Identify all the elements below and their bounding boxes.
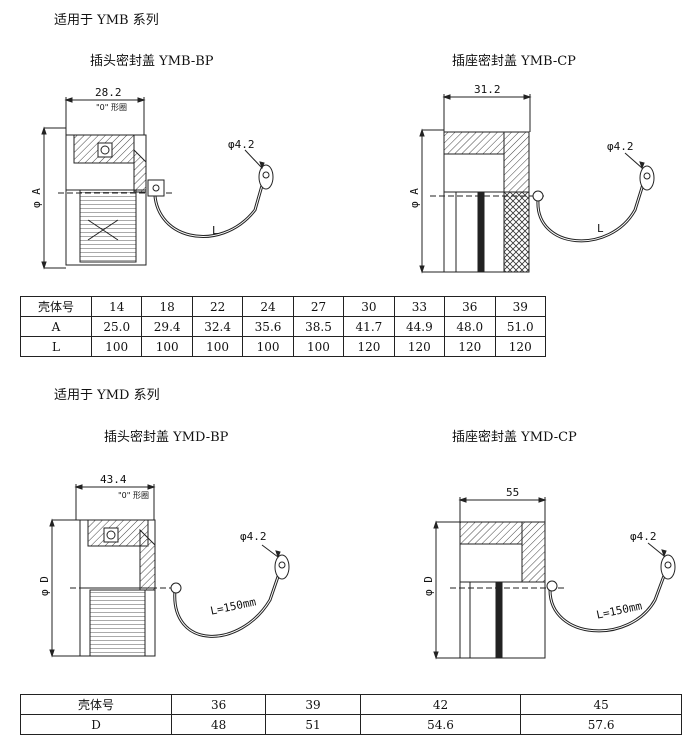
table-header-cell: 39	[494, 296, 546, 317]
table-header-cell: 22	[191, 296, 244, 317]
table-cell: 35.6	[242, 316, 294, 337]
ymd-bp-phi-label: φ D	[38, 576, 51, 596]
table-cell: 29.4	[141, 316, 193, 337]
ymb-dimension-table: 壳体号 14 18 22 24 27 30 33 36 39 A 25.0 29…	[20, 296, 546, 357]
ymd-cp-width-dim: 55	[506, 486, 520, 499]
ymb-bp-title: 插头密封盖 YMB-BP	[90, 54, 214, 69]
table-cell: 100	[90, 336, 143, 357]
ymb-cp-width-dim: 31.2	[474, 83, 501, 96]
table-cell: 120	[444, 336, 496, 357]
table-cell: 120	[393, 336, 446, 357]
table-header-cell: 24	[242, 296, 294, 317]
ymb-cp-phi-label: φ A	[408, 188, 421, 208]
ymd-section-title: 适用于 YMD 系列	[54, 388, 160, 403]
ymb-cp-length-label: L	[597, 222, 604, 235]
table-header-cell: 33	[393, 296, 446, 317]
table-cell: 25.0	[90, 316, 143, 337]
table-row: D 48 51 54.6 57.6	[20, 714, 682, 735]
ymb-bp-length-label: L	[212, 224, 219, 237]
ymd-cp-hole-dim: φ4.2	[630, 530, 657, 543]
table-cell: 54.6	[359, 714, 522, 735]
table-header-cell: 36	[170, 694, 267, 715]
table-cell: 100	[141, 336, 193, 357]
table-cell: L	[20, 336, 92, 357]
ymd-bp-drawing	[49, 484, 290, 658]
ymb-bp-hole-dim: φ4.2	[228, 138, 255, 151]
table-header-cell: 27	[292, 296, 345, 317]
table-cell: D	[20, 714, 172, 735]
table-cell: 100	[242, 336, 294, 357]
table-cell: 51	[265, 714, 361, 735]
ymb-bp-o-ring-label: "0" 形圈	[96, 103, 127, 112]
table-row: 壳体号 36 39 42 45	[20, 694, 682, 715]
table-cell: 57.6	[520, 714, 682, 735]
table-header-cell: 30	[343, 296, 395, 317]
table-cell: 120	[494, 336, 546, 357]
ymd-cp-title: 插座密封盖 YMD-CP	[452, 430, 577, 445]
table-cell: A	[20, 316, 92, 337]
ymd-cp-drawing	[433, 497, 676, 660]
ymb-bp-phi-label: φ A	[30, 188, 43, 208]
table-cell: 44.9	[393, 316, 446, 337]
ymd-bp-o-ring-label: "0" 形圈	[118, 491, 149, 500]
ymb-cp-hole-dim: φ4.2	[607, 140, 634, 153]
ymd-bp-title: 插头密封盖 YMD-BP	[104, 430, 229, 445]
table-row: A 25.0 29.4 32.4 35.6 38.5 41.7 44.9 48.…	[20, 316, 546, 337]
ymb-cp-drawing	[419, 94, 655, 274]
table-cell: 41.7	[343, 316, 395, 337]
ymb-bp-width-dim: 28.2	[95, 86, 122, 99]
table-header-cell: 42	[359, 694, 522, 715]
ymd-cp-phi-label: φ D	[422, 576, 435, 596]
table-header-cell: 壳体号	[20, 694, 172, 715]
ymd-dimension-table: 壳体号 36 39 42 45 D 48 51 54.6 57.6	[20, 694, 682, 735]
table-row: L 100 100 100 100 100 120 120 120 120	[20, 336, 546, 357]
table-cell: 48	[170, 714, 267, 735]
table-header-cell: 14	[90, 296, 143, 317]
table-cell: 100	[191, 336, 244, 357]
ymd-bp-hole-dim: φ4.2	[240, 530, 267, 543]
ymb-bp-drawing	[41, 97, 274, 270]
table-cell: 100	[292, 336, 345, 357]
table-header-cell: 36	[444, 296, 496, 317]
ymb-cp-title: 插座密封盖 YMB-CP	[452, 54, 576, 69]
table-cell: 120	[343, 336, 395, 357]
table-cell: 51.0	[494, 316, 546, 337]
table-cell: 48.0	[444, 316, 496, 337]
table-header-cell: 45	[520, 694, 682, 715]
table-cell: 38.5	[292, 316, 345, 337]
table-cell: 32.4	[191, 316, 244, 337]
ymd-bp-width-dim: 43.4	[100, 473, 127, 486]
table-row: 壳体号 14 18 22 24 27 30 33 36 39	[20, 296, 546, 317]
table-header-cell: 壳体号	[20, 296, 92, 317]
ymb-section-title: 适用于 YMB 系列	[54, 13, 159, 28]
table-header-cell: 39	[265, 694, 361, 715]
table-header-cell: 18	[141, 296, 193, 317]
